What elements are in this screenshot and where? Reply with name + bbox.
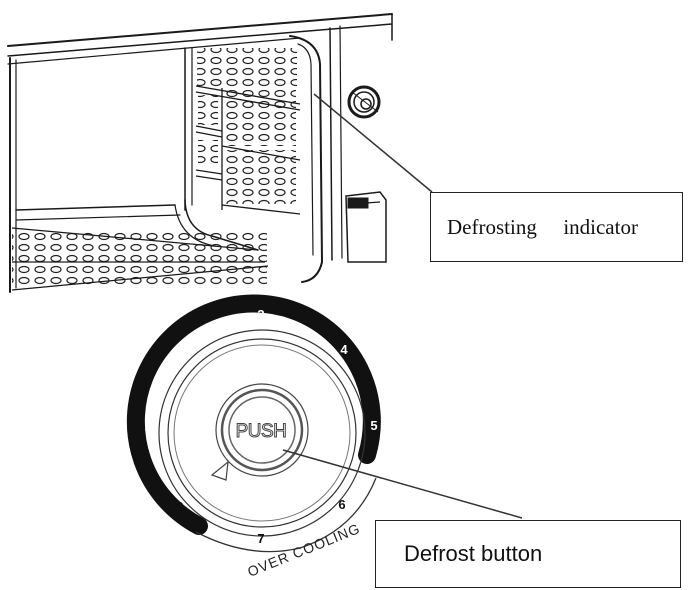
defrosting-indicator-callout: Defrosting indicator [430, 192, 683, 262]
dial-number-7: 7 [257, 531, 264, 546]
wire-shelf [11, 227, 269, 291]
dial-number-1: 1 [144, 418, 151, 433]
dial-numbers: 0 1 2 3 4 5 6 7 [144, 307, 377, 546]
over-cooling-label: OVER COOLING [245, 520, 362, 580]
dial-number-2: 2 [175, 342, 182, 357]
dial-number-3: 3 [257, 307, 264, 322]
defrosting-indicator-label: Defrosting indicator [447, 214, 638, 239]
leader-line-defrost [282, 449, 523, 519]
dial-number-0: 0 [176, 499, 183, 514]
dial-number-6: 6 [338, 497, 345, 512]
push-button-outer [215, 383, 309, 477]
refrigerator-interior [7, 13, 393, 293]
perforated-panel [195, 48, 301, 215]
dial-number-4: 4 [340, 342, 348, 357]
defrost-button-callout: Defrost button [375, 520, 681, 588]
temperature-dial [126, 294, 381, 553]
dial-number-5: 5 [370, 418, 377, 433]
dial-scale-arc [126, 294, 381, 535]
indicator-lamp-icon [347, 85, 381, 119]
switch-box [345, 191, 387, 263]
leader-line-defrosting [313, 93, 433, 193]
push-button-label: PUSH [236, 421, 287, 442]
pointer-triangle-icon [210, 460, 229, 481]
defrost-button-label: Defrost button [404, 541, 543, 566]
